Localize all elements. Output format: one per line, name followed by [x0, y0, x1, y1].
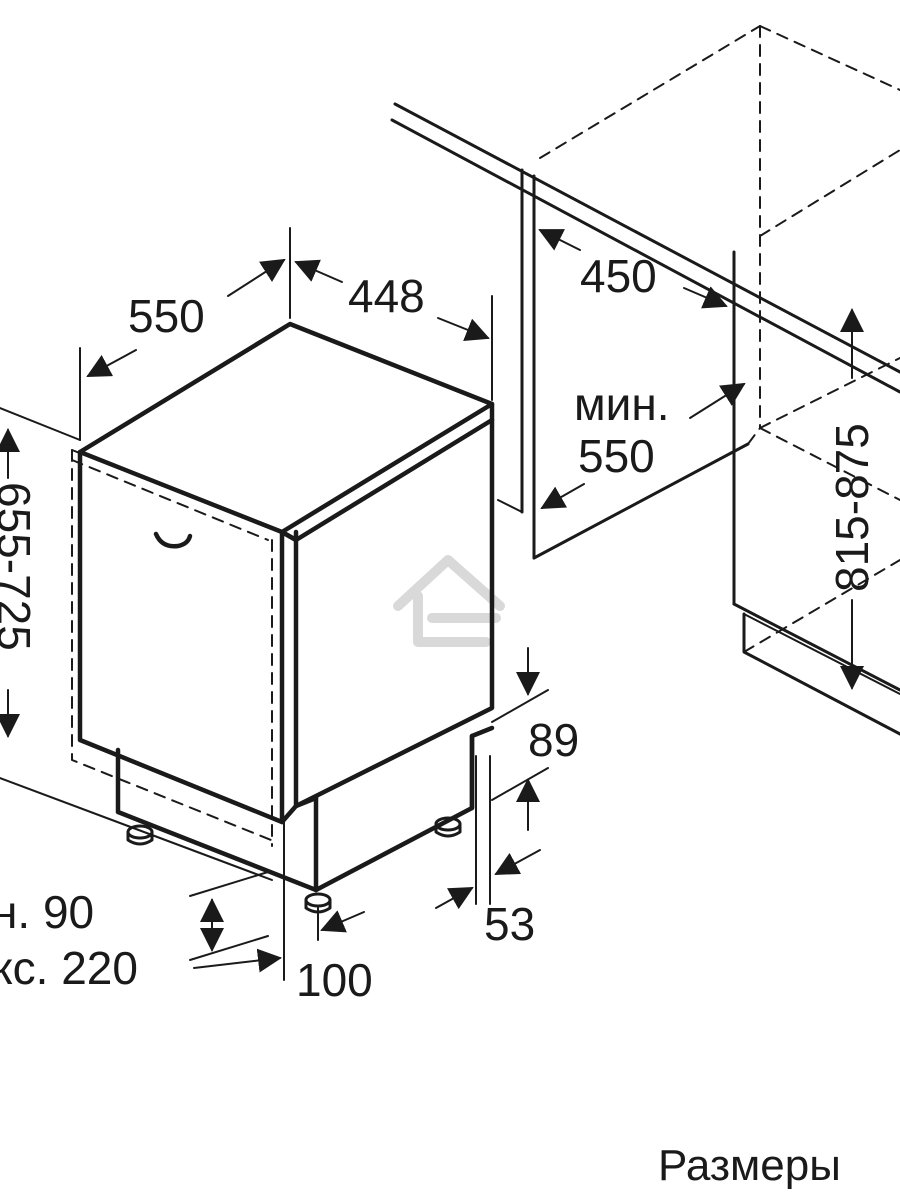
dimension-width: 448 — [294, 259, 493, 401]
niche-width-label: 450 — [580, 250, 657, 302]
floor-lines — [0, 407, 273, 881]
dimension-niche-width: 450 — [538, 229, 728, 309]
niche-depth-value: 550 — [578, 430, 655, 482]
dimension-plinth-height: 89 — [491, 647, 579, 831]
plinth-min-label: н. 90 — [0, 886, 94, 938]
dishwasher-body — [77, 321, 495, 825]
dimension-foot-distance: 100 — [193, 821, 373, 1006]
dimension-depth: 550 — [79, 227, 291, 441]
plinth-max-label: кс. 220 — [0, 942, 138, 994]
countertop — [390, 102, 900, 394]
appliance-height-label: 655-725 — [0, 482, 40, 651]
dimension-appliance-height: 655-725 — [0, 428, 40, 738]
niche-height-label: 815-875 — [826, 423, 878, 592]
dimension-niche-depth: мин. 550 — [540, 378, 746, 509]
niche-left-cabinet-side — [497, 168, 750, 560]
foot-distance-label: 100 — [296, 954, 373, 1006]
dimension-plinth-offset: 53 — [435, 755, 541, 950]
plinth-offset-label: 53 — [484, 898, 535, 950]
door-handle — [153, 531, 193, 549]
width-label: 448 — [348, 270, 425, 322]
niche-hidden-edges — [539, 25, 900, 653]
depth-label: 550 — [128, 290, 205, 342]
watermark-house-icon — [393, 555, 505, 647]
adjustable-feet — [126, 816, 462, 914]
plinth-height-label: 89 — [528, 714, 579, 766]
dimension-niche-height: 815-875 — [826, 308, 878, 690]
plinth-base — [115, 725, 495, 893]
caption-label: Размеры — [658, 1141, 841, 1190]
dimension-plinth-range: н. 90 кс. 220 — [0, 871, 269, 994]
door-panel-hidden-edges — [71, 449, 277, 847]
niche-depth-prefix: мин. — [574, 378, 670, 430]
